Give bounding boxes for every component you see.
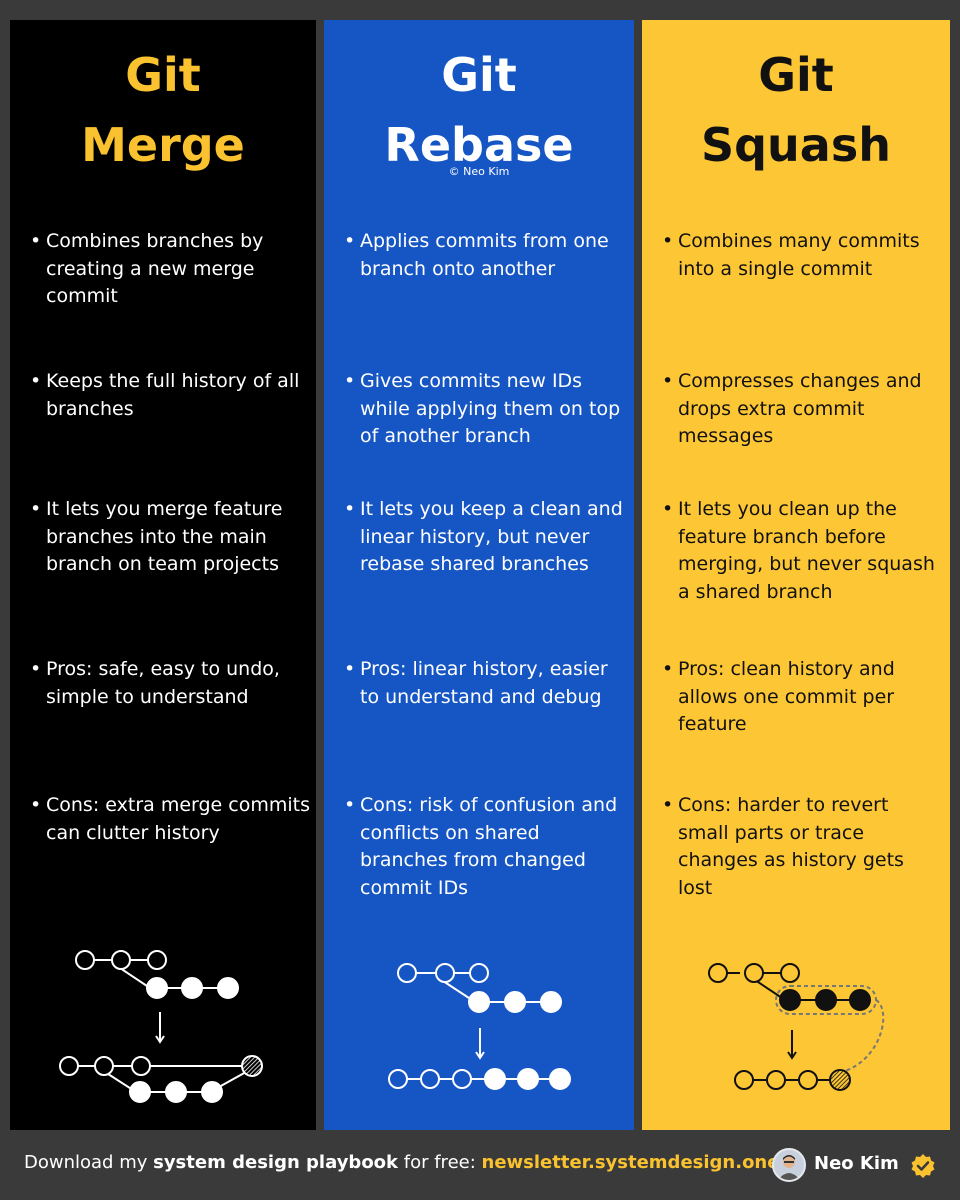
merge-commit-diagram: [59, 950, 263, 1103]
merge-bullet-2: Keeps the full history of all branches: [30, 368, 310, 423]
rebase-bullet-1: Applies commits from one branch onto ano…: [344, 228, 628, 283]
avatar-icon: [778, 1155, 800, 1180]
squash-bullet-2: Compresses changes and drops extra commi…: [662, 368, 944, 451]
squash-bullet-1: Combines many commits into a single comm…: [662, 228, 944, 283]
squash-commit-diagram: [708, 963, 885, 1091]
squash-bullet-5: Cons: harder to revert small parts or tr…: [662, 792, 944, 902]
merge-title: Git Merge: [81, 48, 245, 172]
squash-column: Git Squash Combines many commits into a …: [642, 20, 950, 1130]
merge-bullet-3: It lets you merge feature branches into …: [30, 496, 310, 579]
avatar: [772, 1148, 806, 1182]
copyright-notice: © Neo Kim: [448, 165, 510, 178]
merge-bullet-4: Pros: safe, easy to undo, simple to unde…: [30, 656, 310, 711]
rebase-bullet-2: Gives commits new IDs while applying the…: [344, 368, 628, 451]
rebase-bullet-4: Pros: linear history, easier to understa…: [344, 656, 628, 711]
merge-bullet-1: Combines branches by creating a new merg…: [30, 228, 310, 311]
footer-banner: Download my system design playbook for f…: [0, 1130, 960, 1200]
author-name: Neo Kim: [814, 1153, 899, 1174]
rebase-bullet-5: Cons: risk of confusion and conflicts on…: [344, 792, 628, 902]
merge-bullet-5: Cons: extra merge commits can clutter hi…: [30, 792, 310, 847]
playbook-label: system design playbook: [153, 1152, 399, 1173]
squash-bullet-4: Pros: clean history and allows one commi…: [662, 656, 944, 739]
squash-title: Git Squash: [701, 48, 891, 172]
squash-bullet-3: It lets you clean up the feature branch …: [662, 496, 944, 606]
footer-text: Download my system design playbook for f…: [24, 1152, 780, 1173]
rebase-column: Git Rebase © Neo Kim Applies commits fro…: [324, 20, 634, 1130]
merge-column: Git Merge Combines branches by creating …: [10, 20, 316, 1130]
verified-badge-icon: [911, 1154, 935, 1178]
rebase-commit-diagram: [388, 963, 571, 1090]
rebase-title: Git Rebase: [384, 48, 574, 172]
newsletter-link[interactable]: newsletter.systemdesign.one: [481, 1152, 780, 1173]
rebase-bullet-3: It lets you keep a clean and linear hist…: [344, 496, 628, 579]
